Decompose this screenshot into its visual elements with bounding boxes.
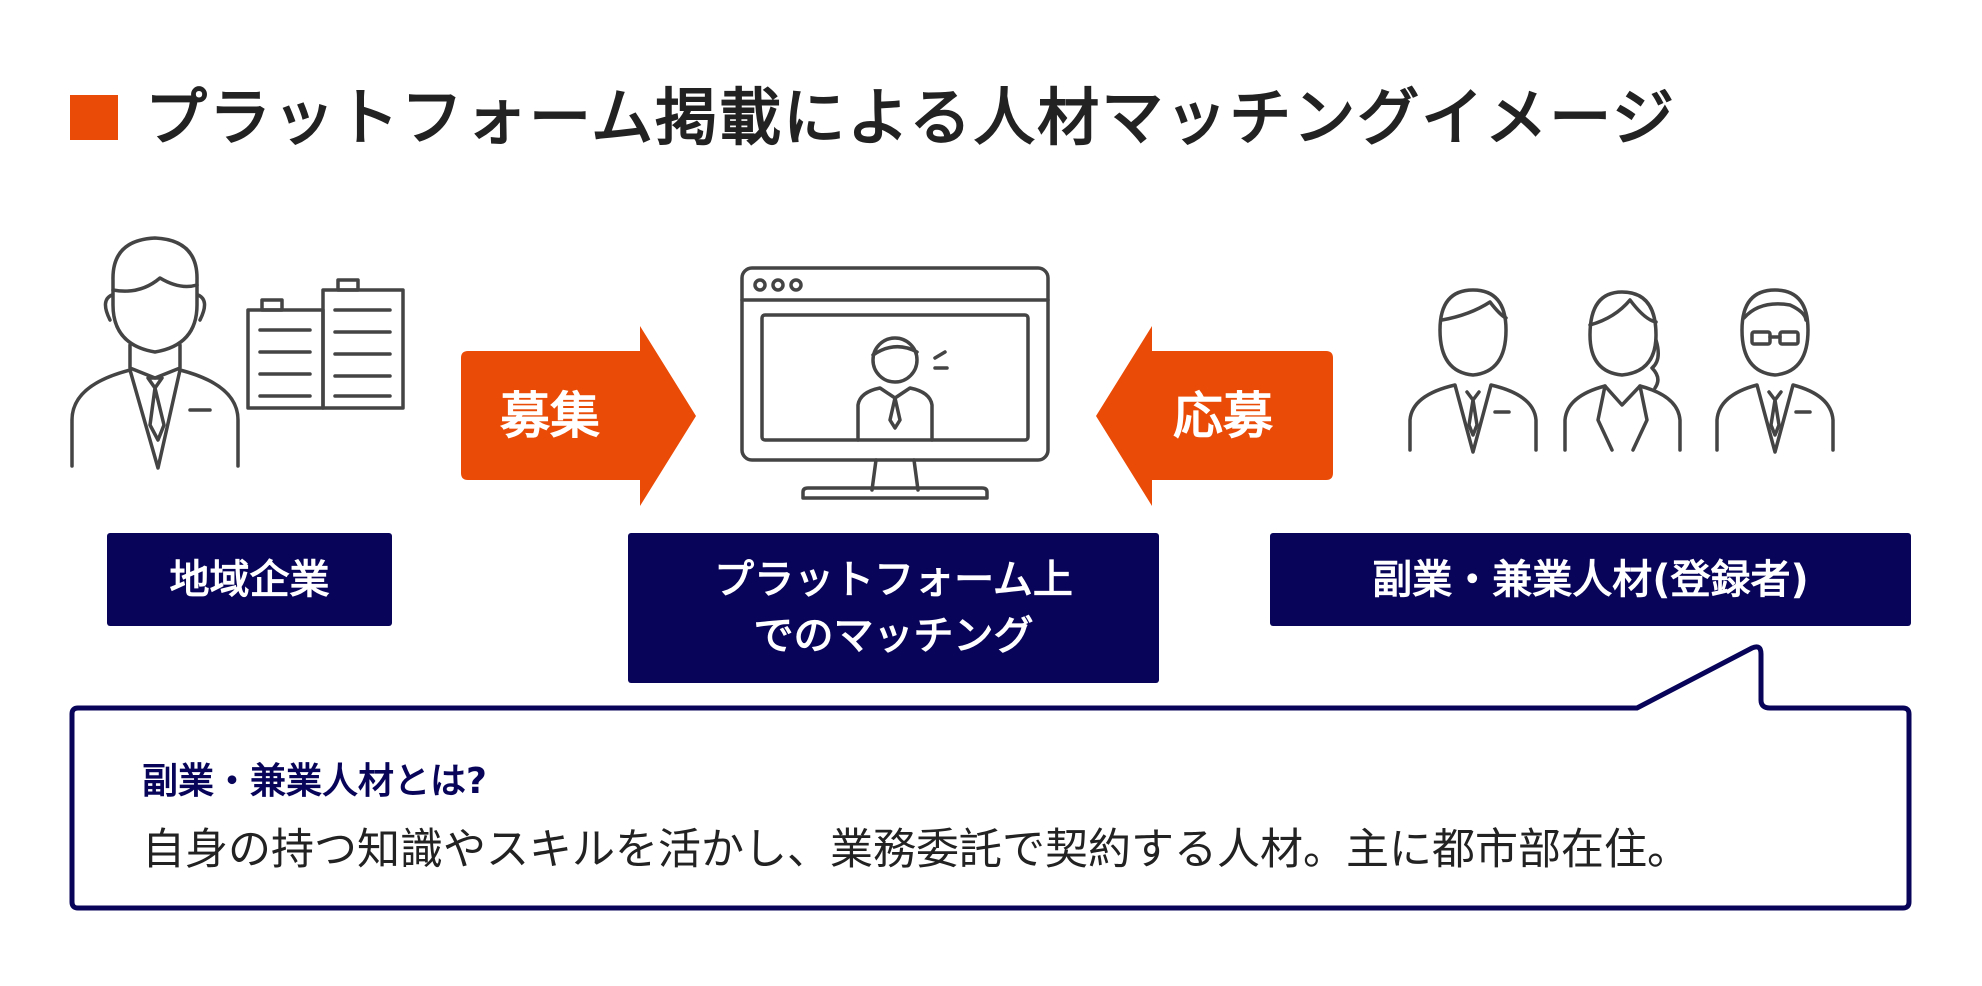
person-icon (1715, 288, 1835, 454)
regional-company-label: 地域企業 (107, 533, 392, 626)
side-job-talent-label: 副業・兼業人材(登録者) (1270, 533, 1911, 626)
person-icon (1563, 290, 1682, 452)
callout-body: 自身の持つ知識やスキルを活かし、業務委託で契約する人材。主に都市部在住。 (142, 825, 1690, 875)
platform-matching-line1: プラットフォーム上 (714, 557, 1073, 603)
regional-company-label-text: 地域企業 (169, 556, 330, 603)
page-title: プラットフォーム掲載による人材マッチングイメージ (145, 81, 1677, 154)
apply-arrow (1096, 326, 1333, 506)
person-icon (1408, 288, 1538, 454)
platform-matching-line2: でのマッチング (753, 613, 1034, 659)
side-job-talent-label-text: 副業・兼業人材(登録者) (1372, 556, 1809, 603)
businessman-icon (70, 236, 240, 470)
callout-heading: 副業・兼業人材とは? (142, 761, 487, 802)
apply-arrow-label: 応募 (1173, 387, 1273, 445)
callout-box (69, 644, 1912, 911)
recruit-arrow-label: 募集 (500, 387, 600, 445)
title-marker (70, 95, 118, 140)
platform-matching-label: プラットフォーム上 でのマッチング (628, 533, 1159, 683)
monitor-video-call-icon (740, 266, 1050, 500)
office-building-icon (246, 278, 405, 410)
recruit-arrow (461, 326, 696, 506)
